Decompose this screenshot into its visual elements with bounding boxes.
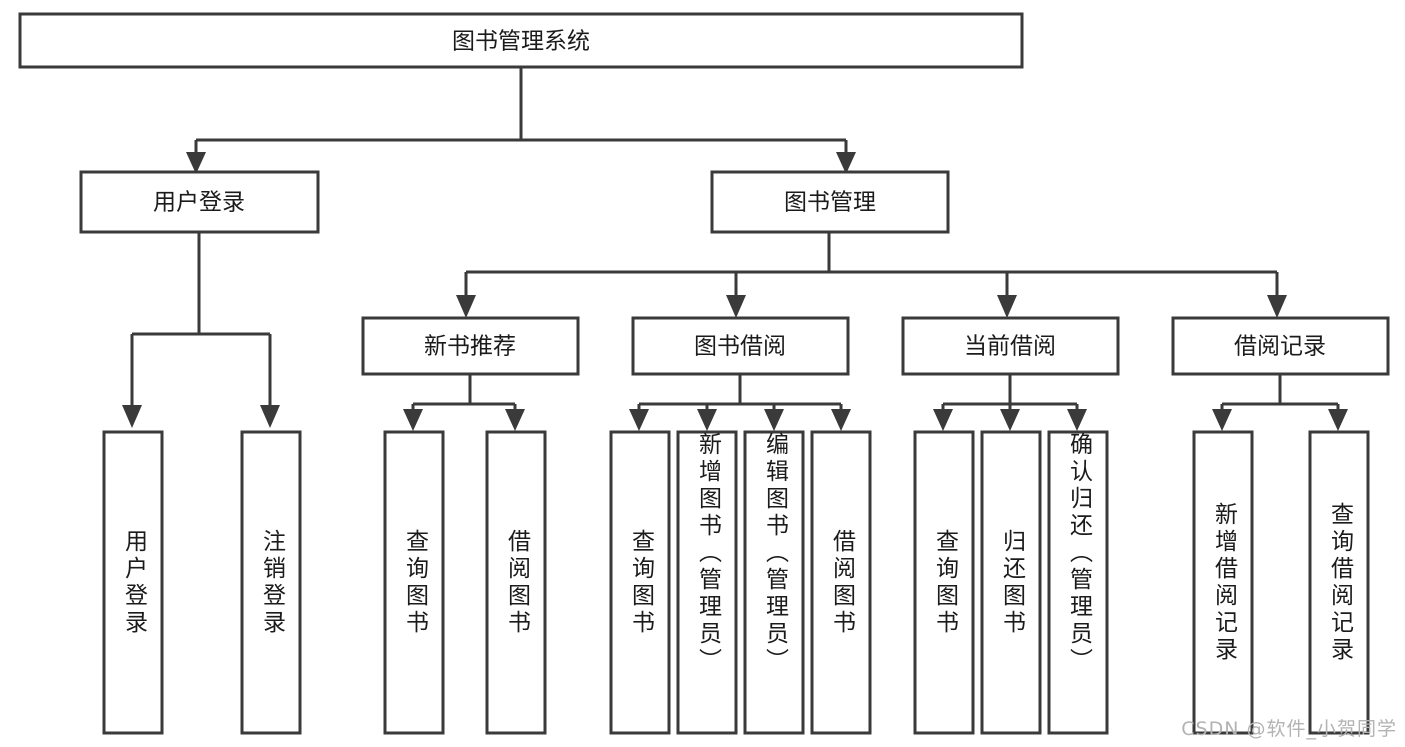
node-leaf-borrow-book-1[interactable]: [485, 430, 547, 735]
node-new-book-rec-label: 新书推荐: [424, 334, 516, 360]
node-leaf-confirm-return[interactable]: [1047, 430, 1109, 735]
node-user-login[interactable]: 用户登录: [79, 170, 320, 234]
node-leaf-query-record[interactable]: [1308, 430, 1370, 735]
csdn-watermark: CSDN @软件_小贺同学: [1181, 718, 1397, 740]
connector-bookborrow-to-leaves: [629, 374, 851, 431]
node-user-login-label: 用户登录: [153, 190, 245, 216]
node-new-book-rec[interactable]: 新书推荐: [361, 316, 580, 376]
node-leaf-add-book[interactable]: [676, 430, 738, 735]
connector-borrowrecord-to-leaves: [1212, 374, 1348, 431]
node-current-borrow-label: 当前借阅: [964, 334, 1056, 360]
node-book-borrow-label: 图书借阅: [694, 334, 786, 360]
node-leaf-user-login[interactable]: [102, 430, 164, 735]
node-leaf-add-record[interactable]: [1192, 430, 1254, 735]
connector-currentborrow-to-leaves: [933, 374, 1087, 431]
connector-newbookrec-to-leaves: [403, 374, 525, 431]
node-leaf-user-logout[interactable]: [240, 430, 302, 735]
connector-userlogin-to-leaves: [122, 232, 280, 428]
node-book-borrow[interactable]: 图书借阅: [631, 316, 850, 376]
connector-bookmanage-to-level3: [456, 232, 1287, 318]
node-root[interactable]: 图书管理系统: [18, 12, 1024, 69]
node-current-borrow[interactable]: 当前借阅: [901, 316, 1120, 376]
node-borrow-record[interactable]: 借阅记录: [1171, 316, 1390, 376]
node-leaf-query-book-3[interactable]: [913, 430, 975, 735]
node-book-manage[interactable]: 图书管理: [710, 170, 950, 234]
node-borrow-record-label: 借阅记录: [1234, 334, 1326, 360]
node-leaf-query-book-1[interactable]: [383, 430, 445, 735]
node-book-manage-label: 图书管理: [784, 190, 876, 216]
node-root-label: 图书管理系统: [452, 29, 590, 55]
node-leaf-borrow-book-2[interactable]: [810, 430, 872, 735]
node-leaf-return-book[interactable]: [980, 430, 1042, 735]
node-leaf-edit-book[interactable]: [743, 430, 805, 735]
node-leaf-query-book-2[interactable]: [609, 430, 671, 735]
connector-root-to-level2: [186, 67, 856, 174]
